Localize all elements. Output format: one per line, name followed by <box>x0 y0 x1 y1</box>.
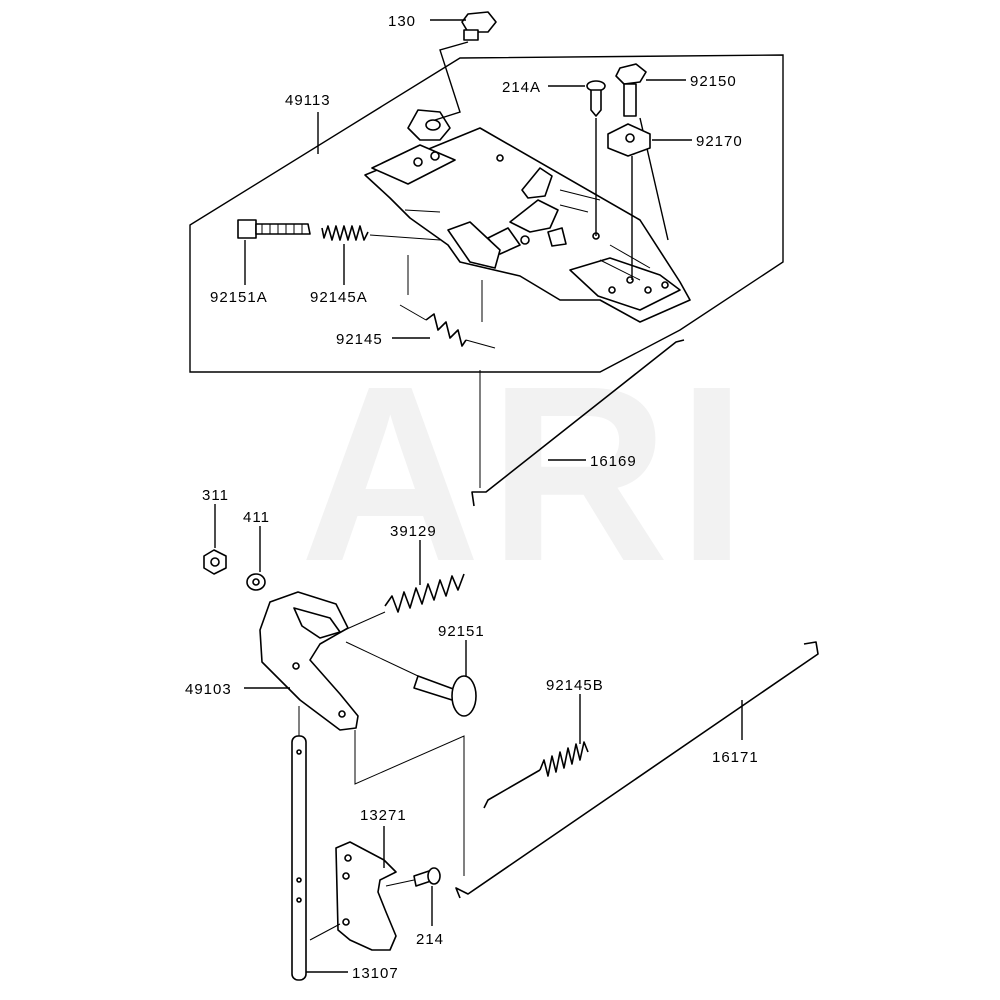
spring-92145B <box>539 741 589 777</box>
leader-130-path <box>434 41 469 121</box>
control-plate <box>364 109 691 323</box>
screw-214 <box>413 867 441 887</box>
lever-49103 <box>259 591 359 731</box>
spring-92145A <box>321 225 369 241</box>
label-92151A: 92151A <box>210 289 268 306</box>
nut-311 <box>203 549 227 575</box>
rod-16169 <box>471 339 685 507</box>
leader-49103-bolt <box>345 641 419 677</box>
label-92145B: 92145B <box>546 677 604 694</box>
bolt-92151 <box>413 675 477 717</box>
screw-214A <box>586 80 606 117</box>
label-13271: 13271 <box>360 807 407 824</box>
leader-92145A-line <box>369 234 441 241</box>
label-214A: 214A <box>502 79 541 96</box>
bolt-92151A <box>237 219 311 239</box>
rod-92145B <box>483 769 541 809</box>
label-13107: 13107 <box>352 965 399 982</box>
label-411: 411 <box>243 509 270 526</box>
label-39129: 39129 <box>390 523 437 540</box>
label-311: 311 <box>202 487 229 504</box>
bracket-13271 <box>335 841 397 951</box>
label-214: 214 <box>416 931 444 948</box>
clip-92170 <box>607 123 651 157</box>
label-130: 130 <box>388 13 416 30</box>
assembly-boundary-49113 <box>189 54 784 373</box>
label-16169: 16169 <box>590 453 637 470</box>
bolt-92150 <box>615 63 647 117</box>
label-92150: 92150 <box>690 73 737 90</box>
spring-92145 <box>399 304 496 349</box>
leader-214-link <box>385 879 415 887</box>
watermark: ARI <box>300 334 755 613</box>
label-92145A: 92145A <box>310 289 368 306</box>
label-49113: 49113 <box>285 92 331 109</box>
leader-bracket-rod <box>354 730 465 876</box>
label-92170: 92170 <box>696 133 743 150</box>
washer-411 <box>246 573 266 591</box>
label-92145: 92145 <box>336 331 383 348</box>
label-92151: 92151 <box>438 623 485 640</box>
bolt-130 <box>461 11 497 41</box>
spring-39129 <box>384 573 465 613</box>
label-16171: 16171 <box>712 749 759 766</box>
rod-16171 <box>455 641 819 899</box>
label-49103: 49103 <box>185 681 232 698</box>
shaft-13107 <box>291 735 307 981</box>
leader-13271-shaft <box>309 923 341 941</box>
